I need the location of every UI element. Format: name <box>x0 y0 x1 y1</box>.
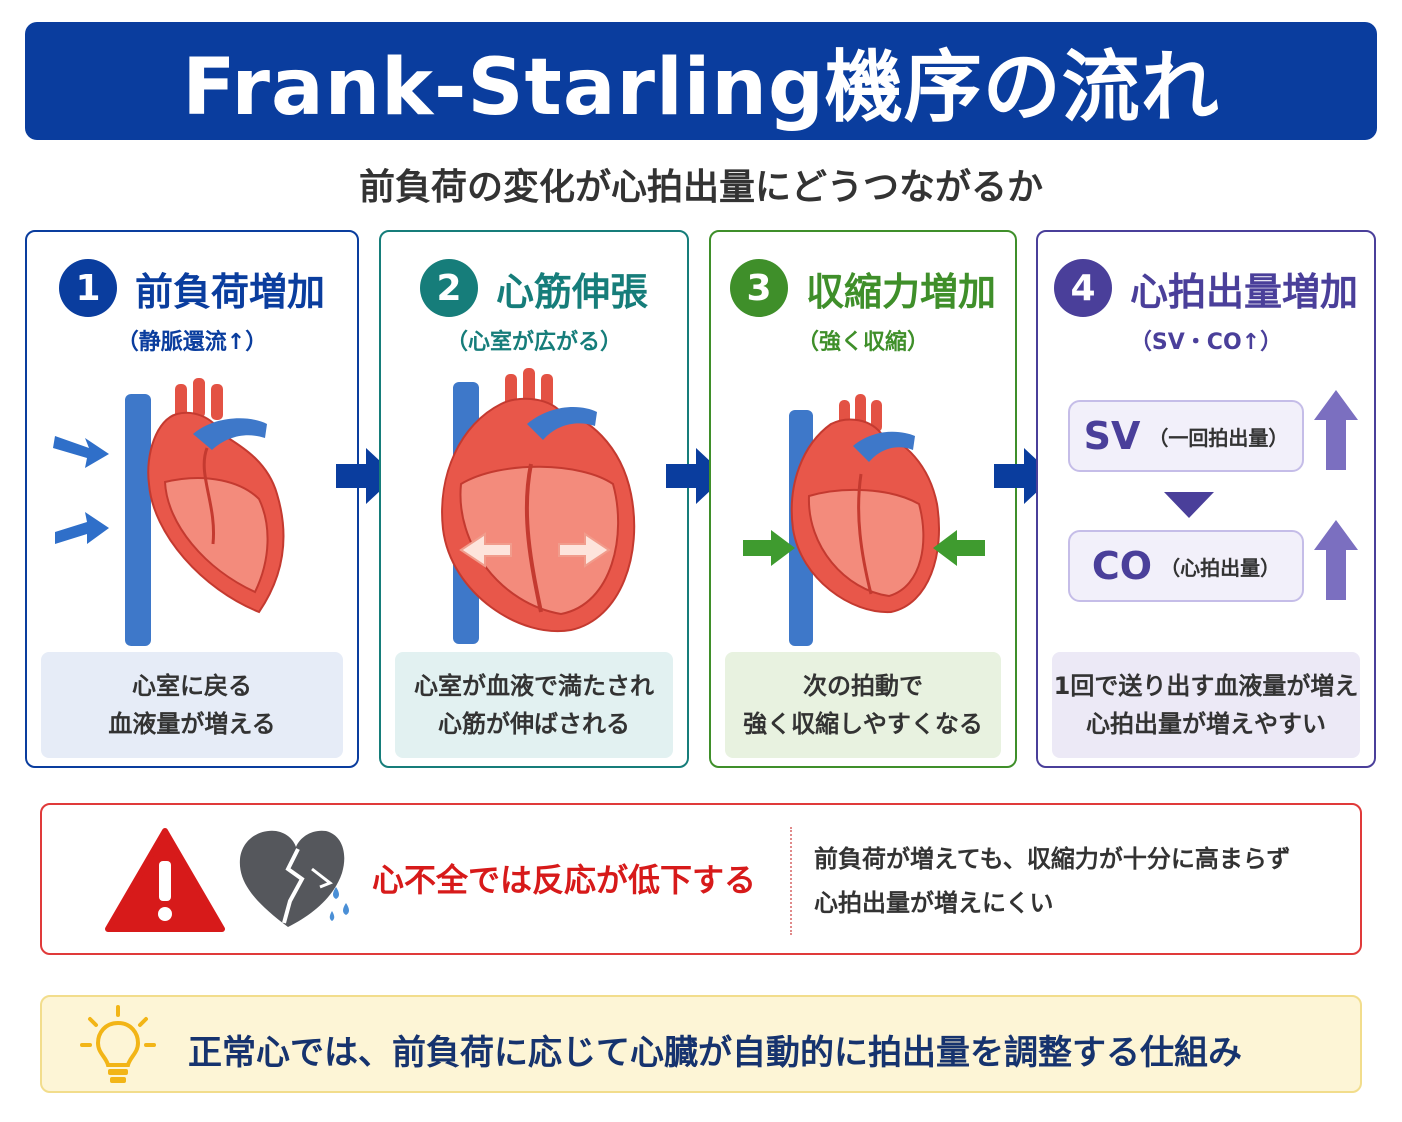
sv-up-arrow-icon <box>1314 390 1358 470</box>
page-subtitle: 前負荷の変化が心拍出量にどうつながるか <box>358 167 1043 208</box>
warning-divider <box>790 827 792 935</box>
broken-heart-icon <box>239 830 349 927</box>
heart-icon <box>790 394 941 614</box>
squeeze-arrows-icon <box>743 530 985 566</box>
down-triangle-icon <box>1164 492 1214 518</box>
inflow-arrow-icon <box>53 436 109 544</box>
heart-stretch-illustration <box>441 368 636 644</box>
step-number-badge: 1 <box>58 259 117 317</box>
co-abbr: CO <box>1091 544 1153 588</box>
co-name: （心拍出量） <box>1160 555 1281 580</box>
step-sublabel: （静脈還流↑） <box>116 330 268 355</box>
warning-text: 前負荷が増えても、収縮力が十分に高まらず 心拍出量が増えにくい <box>814 845 1291 917</box>
page-title: Frank-Starling機序の流れ <box>182 43 1220 133</box>
lightbulb-icon <box>80 1005 156 1083</box>
vein-icon <box>125 394 151 646</box>
stretch-arrows-icon <box>459 532 611 568</box>
heart-failure-warning-box: 心不全では反応が低下する 前負荷が増えても、収縮力が十分に高まらず 心拍出量が増… <box>40 803 1362 955</box>
co-up-arrow-icon <box>1314 520 1358 600</box>
step-sublabel: （SV・CO↑） <box>1129 330 1283 355</box>
step-label: 前負荷増加 <box>134 269 325 314</box>
step-card-2: 2 心筋伸張 （心室が広がる） 心室が血液で満たされ 心筋が伸ばされる <box>379 230 689 768</box>
step-label: 心筋伸張 <box>495 269 648 314</box>
heart-icon <box>441 368 636 633</box>
step-number-badge: 4 <box>1053 259 1112 317</box>
warning-title: 心不全では反応が低下する <box>372 861 757 899</box>
step-description: 心室が血液で満たされ 心筋が伸ばされる <box>395 652 673 758</box>
heart-venous-return-illustration <box>53 378 285 646</box>
tip-box: 正常心では、前負荷に応じて心臓が自動的に拍出量を調整する仕組み <box>40 995 1362 1093</box>
step-number-badge: 3 <box>729 259 788 317</box>
step-description: 次の拍動で 強く収縮しやすくなる <box>725 652 1001 758</box>
step-sublabel: （強く収縮） <box>796 330 929 355</box>
sv-output-box: SV （一回拍出量） <box>1068 400 1304 472</box>
step-label: 心拍出量増加 <box>1129 269 1358 314</box>
step-sublabel: （心室が広がる） <box>445 330 622 355</box>
co-output-box: CO （心拍出量） <box>1068 530 1304 602</box>
step-number-badge: 2 <box>419 259 478 317</box>
step-card-1: 1 前負荷増加 （静脈還流↑） 心室に戻る 血液量が増える <box>25 230 359 768</box>
step-label: 収縮力増加 <box>805 269 996 314</box>
warning-triangle-icon <box>105 828 225 932</box>
step-description: 1回で送り出す血液量が増え 心拍出量が増えやすい <box>1052 652 1360 758</box>
heart-contraction-illustration <box>743 394 985 646</box>
sv-abbr: SV <box>1083 414 1141 458</box>
heart-icon <box>147 378 285 614</box>
step-description: 心室に戻る 血液量が増える <box>41 652 343 758</box>
tip-text: 正常心では、前負荷に応じて心臓が自動的に拍出量を調整する仕組み <box>188 1033 1242 1073</box>
step-card-3: 3 収縮力増加 （強く収縮） 次の拍動で 強く収縮しやすくなる <box>709 230 1017 768</box>
step-card-4: 4 心拍出量増加 （SV・CO↑） SV （一回拍出量） CO （心拍出量） 1… <box>1036 230 1376 768</box>
sv-name: （一回拍出量） <box>1148 425 1289 450</box>
title-banner: Frank-Starling機序の流れ <box>25 22 1377 140</box>
